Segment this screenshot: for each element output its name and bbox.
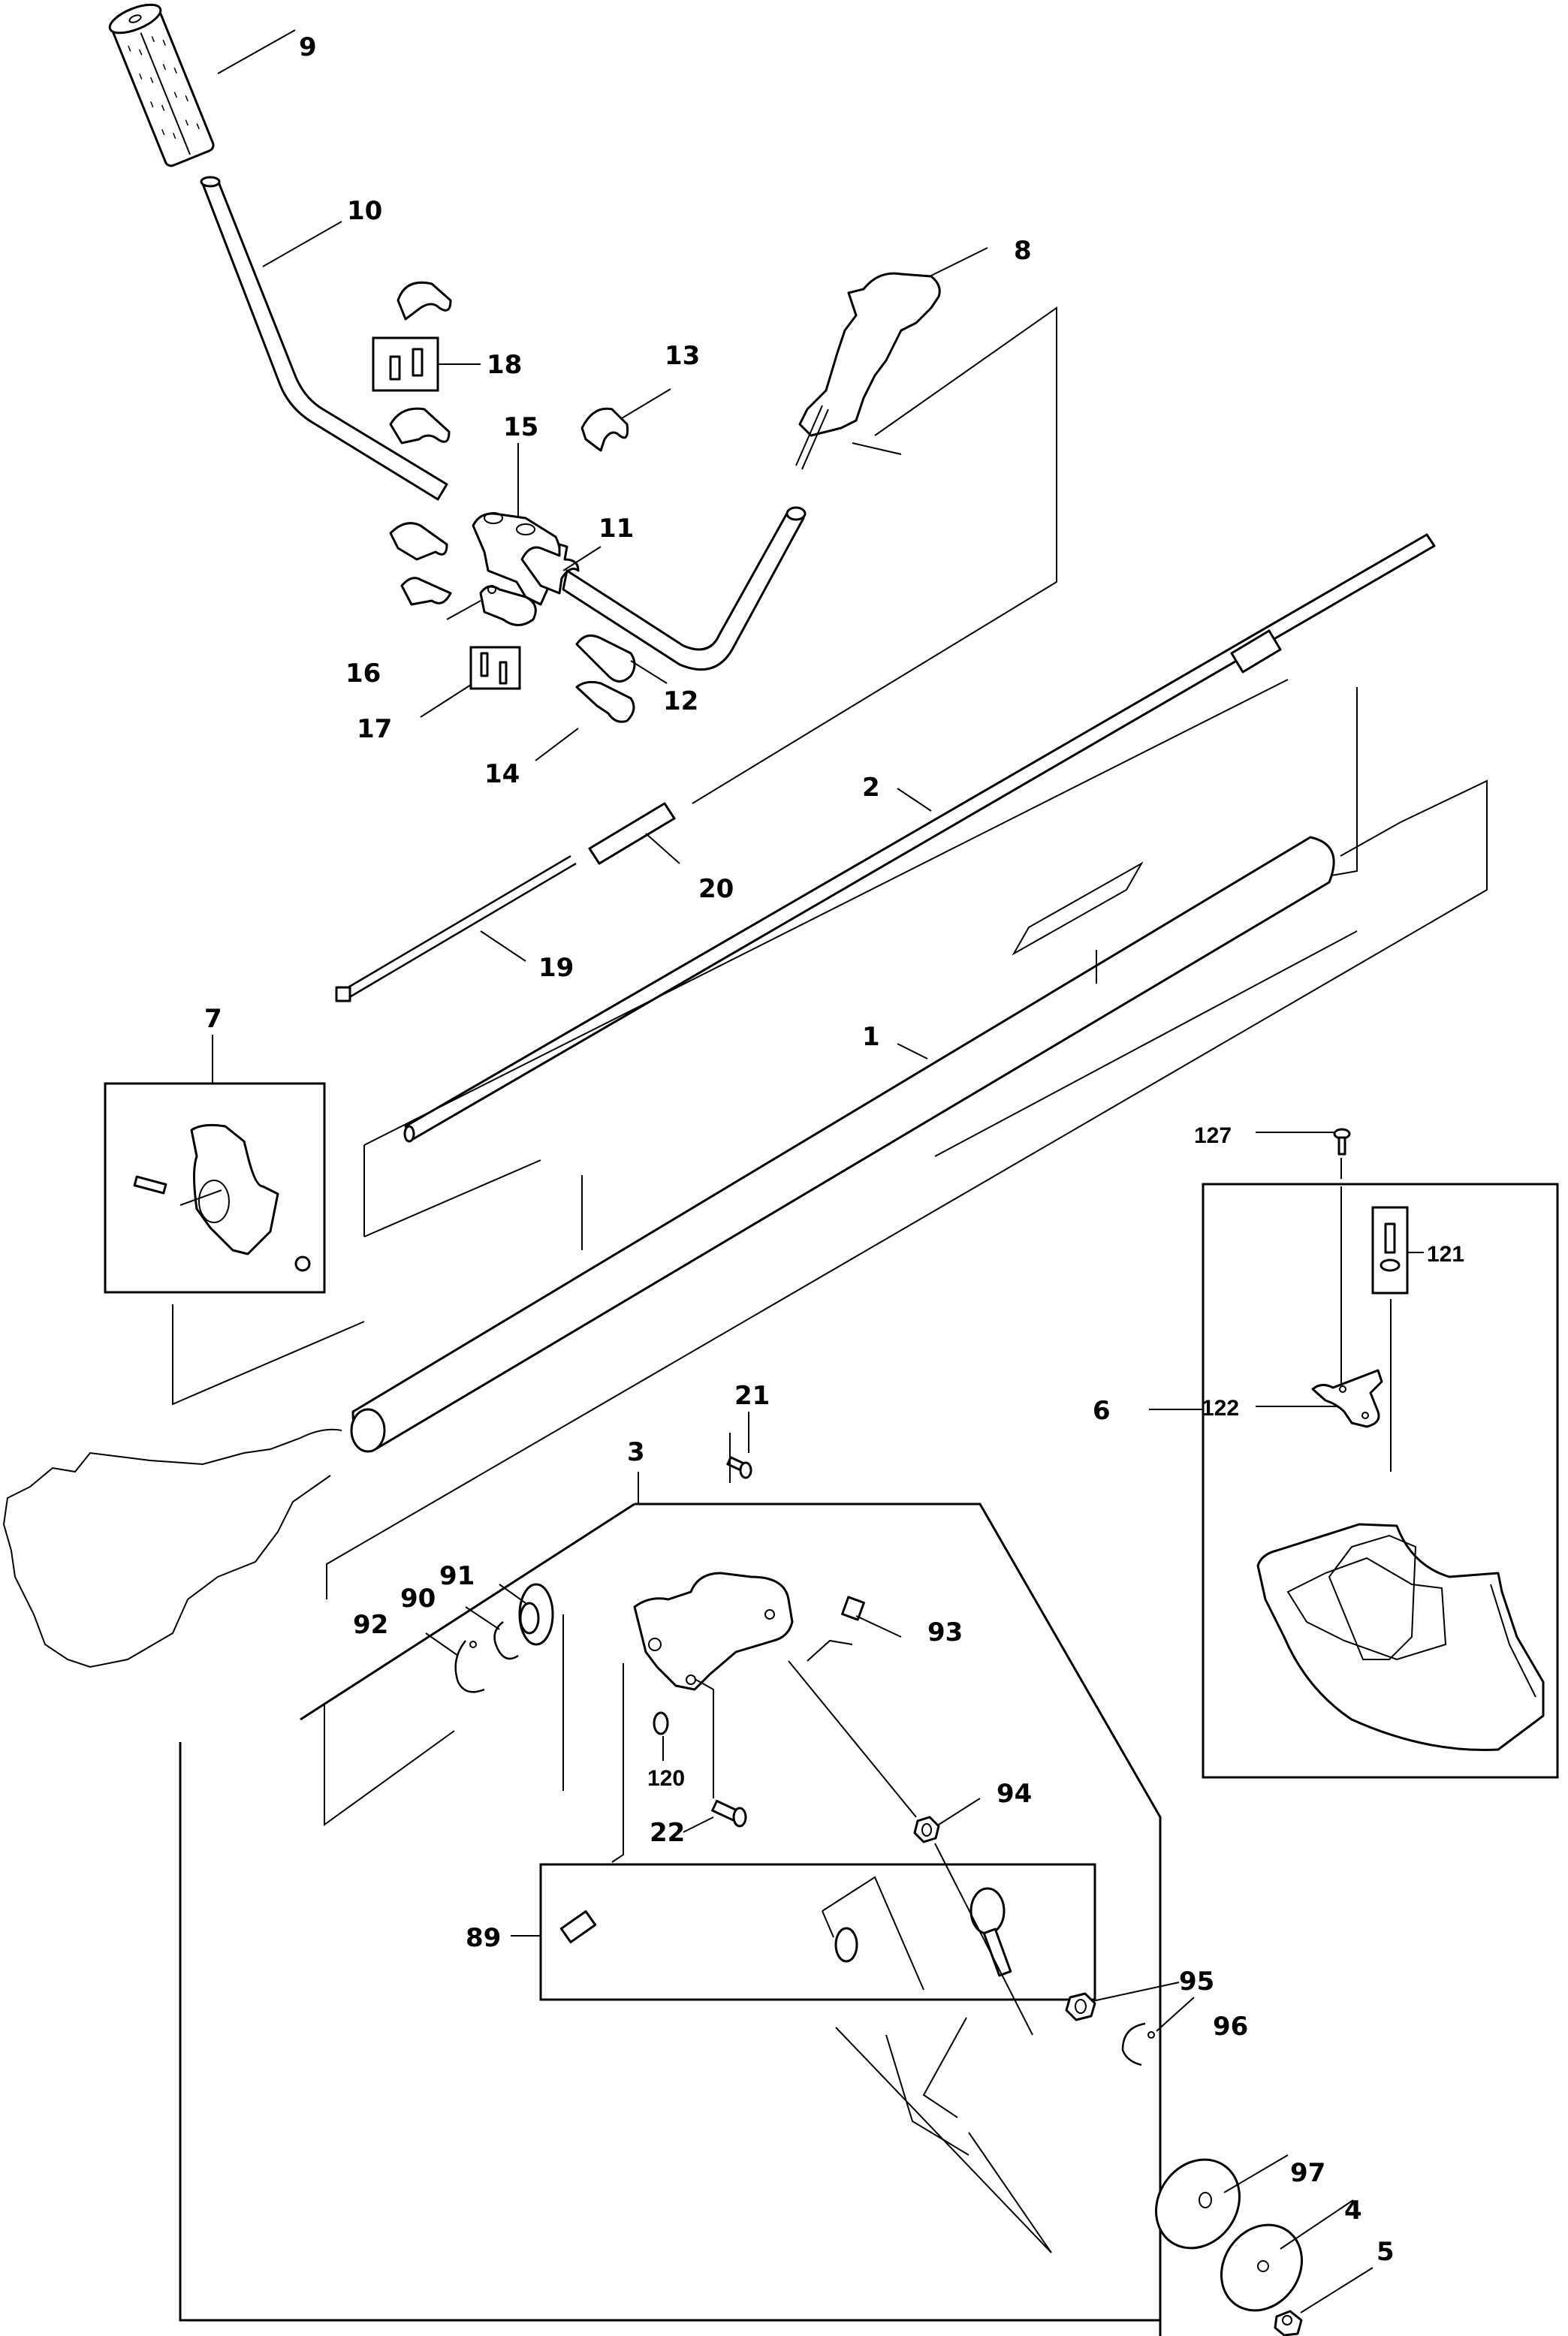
part-20-bushing[interactable] <box>588 802 676 865</box>
part-17-screw-set[interactable] <box>469 646 521 690</box>
part-12-clamp[interactable] <box>575 634 636 683</box>
part-6-protector-box[interactable] <box>1202 1183 1559 1779</box>
callout-6: 6 <box>1093 1396 1111 1426</box>
part-94-nut[interactable] <box>913 1816 940 1843</box>
small-bevel-gear <box>559 1910 597 1943</box>
label-plate <box>1012 861 1144 956</box>
part-clamp-side-upper[interactable] <box>389 522 448 561</box>
bolt-icon <box>389 348 424 381</box>
callout-121: 121 <box>1427 1242 1464 1267</box>
part-21-screw[interactable] <box>726 1456 752 1479</box>
callout-2: 2 <box>862 773 880 803</box>
part-6-protector-guard[interactable] <box>1256 1523 1545 1751</box>
part-10-handle-bar[interactable] <box>201 179 448 501</box>
part-7-hanger-box[interactable] <box>104 1082 326 1294</box>
part-22-bolt[interactable] <box>711 1799 747 1828</box>
part-clamp-side-lower[interactable] <box>400 577 452 606</box>
callout-8: 8 <box>1014 236 1032 266</box>
part-13-clamp[interactable] <box>580 407 629 452</box>
callout-15: 15 <box>503 412 538 442</box>
callout-17: 17 <box>357 714 392 744</box>
callout-3: 3 <box>627 1437 645 1467</box>
part-121-bolt-washer[interactable] <box>1371 1206 1409 1295</box>
part-91-bearing[interactable] <box>518 1583 554 1646</box>
callout-13: 13 <box>665 341 700 371</box>
part-96-retaining-ring[interactable] <box>1121 2022 1155 2066</box>
callout-11: 11 <box>599 514 634 544</box>
callout-12: 12 <box>663 686 698 716</box>
callout-93: 93 <box>927 1617 963 1647</box>
part-1-shaft-pipe[interactable] <box>350 836 1335 1453</box>
part-clamp-lower[interactable] <box>389 407 451 445</box>
part-127-screw[interactable] <box>1333 1128 1351 1156</box>
callout-1: 1 <box>862 1022 880 1052</box>
part-90-retaining-ring[interactable] <box>493 1621 519 1660</box>
callout-97: 97 <box>1290 2158 1325 2188</box>
part-95-nut[interactable] <box>1065 1992 1096 2021</box>
part-120-washer[interactable] <box>653 1711 669 1735</box>
part-2-drive-shaft[interactable] <box>403 533 1436 1143</box>
callout-14: 14 <box>484 759 520 789</box>
callout-20: 20 <box>698 874 734 904</box>
callout-120: 120 <box>647 1766 685 1791</box>
part-97-receive-washer[interactable] <box>1139 2143 1256 2264</box>
part-4-cover-washer[interactable] <box>1205 2209 1319 2326</box>
callout-10: 10 <box>347 196 382 226</box>
callout-16: 16 <box>345 659 381 689</box>
part-92-retaining-ring[interactable] <box>454 1640 485 1693</box>
callout-122: 122 <box>1202 1396 1239 1421</box>
callout-91: 91 <box>439 1561 475 1591</box>
callout-95: 95 <box>1179 1967 1214 1997</box>
part-18-bolt-set[interactable] <box>372 336 439 392</box>
part-clamp-upper[interactable] <box>397 281 452 321</box>
callout-94: 94 <box>997 1779 1032 1809</box>
part-7-hanger-clamp[interactable] <box>190 1123 279 1255</box>
part-handle-bar-right[interactable] <box>562 509 805 671</box>
callout-22: 22 <box>650 1818 685 1848</box>
part-89-gear-set[interactable] <box>539 1863 1096 2001</box>
part-9-grip[interactable] <box>106 0 216 168</box>
part-3-gear-case-group[interactable] <box>635 1503 1162 2336</box>
callout-96: 96 <box>1213 2012 1248 2042</box>
callout-89: 89 <box>466 1923 501 1953</box>
callout-4: 4 <box>1344 2196 1362 2226</box>
part-5-lock-nut[interactable] <box>1274 2310 1303 2336</box>
callout-21: 21 <box>734 1381 770 1411</box>
screw-icon <box>480 652 508 685</box>
callout-5: 5 <box>1377 2237 1395 2267</box>
gear-case-body[interactable] <box>633 1572 794 1691</box>
part-8-throttle-handle[interactable] <box>798 272 941 437</box>
callout-9: 9 <box>299 32 317 62</box>
callout-7: 7 <box>204 1004 222 1034</box>
callout-92: 92 <box>353 1610 388 1640</box>
part-19-cable[interactable] <box>335 855 577 1002</box>
engine-outline <box>2 1428 342 1668</box>
part-14-clamp[interactable] <box>575 680 635 723</box>
callout-18: 18 <box>487 350 522 380</box>
callout-127: 127 <box>1194 1123 1232 1148</box>
part-93-bolt[interactable] <box>841 1596 865 1621</box>
part-122-protector-holder[interactable] <box>1311 1369 1383 1428</box>
callout-19: 19 <box>538 953 574 983</box>
large-bevel-gear <box>969 1887 1012 1977</box>
gear-spacer <box>834 1927 858 1963</box>
callout-90: 90 <box>400 1584 436 1614</box>
